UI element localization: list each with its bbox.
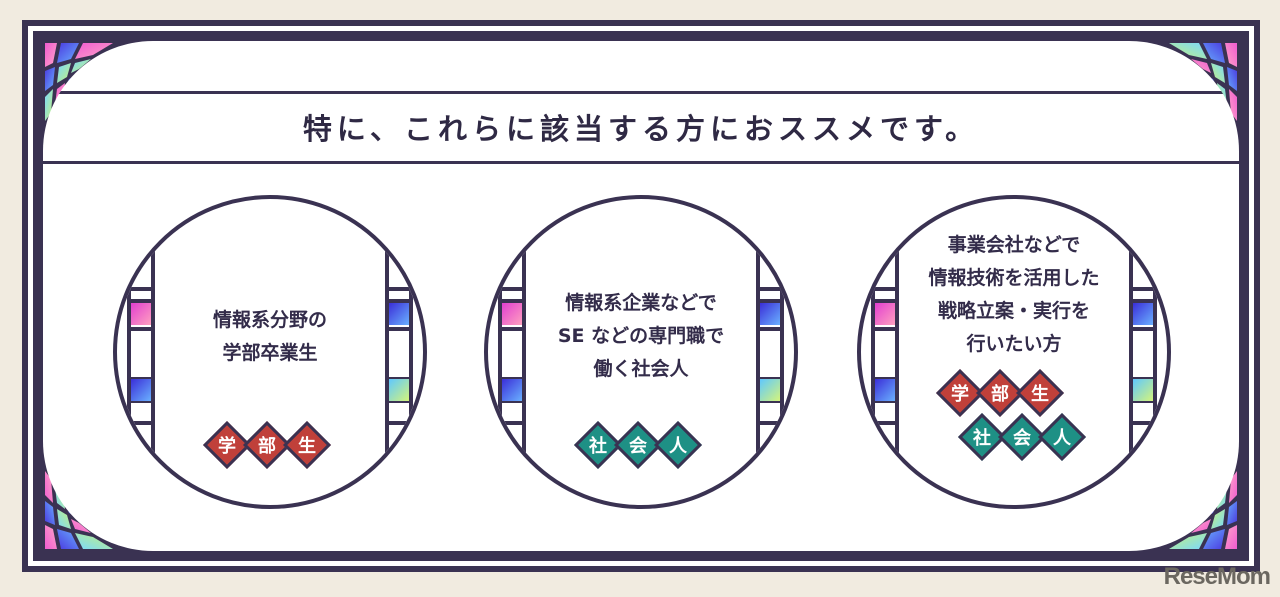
badge-char: 生 (1031, 384, 1049, 405)
stained-glass-pillar (385, 199, 413, 505)
diamond-badge: 部 (975, 368, 1025, 418)
badge-char: 社 (973, 428, 991, 449)
description-line: 戦略立案・実行を (937, 300, 1090, 322)
description-line: SE などの専門職で (557, 325, 725, 347)
card-description: 情報系企業などで SE などの専門職で働く社会人 (528, 287, 754, 386)
glass-pane-icon (131, 379, 151, 401)
glass-pane-icon (389, 379, 409, 401)
card-description: 情報系分野の学部卒業生 (157, 304, 383, 370)
badge-char: 会 (1013, 428, 1031, 449)
stained-glass-pillar (1129, 199, 1157, 505)
badge-char: 会 (629, 436, 647, 457)
badge-working-adult: 社会人 (573, 420, 703, 470)
badge-char: 人 (1053, 428, 1071, 449)
description-line: 情報技術を活用した (928, 267, 1100, 289)
diamond-badge: 学 (202, 420, 252, 470)
glass-pane-icon (760, 303, 780, 325)
description-line: 行いたい方 (966, 333, 1062, 355)
diamond-badge: 生 (282, 420, 332, 470)
glass-pane-icon (1133, 303, 1153, 325)
badge-char: 部 (991, 384, 1009, 405)
diamond-badge: 社 (957, 412, 1007, 462)
diamond-badge: 会 (997, 412, 1047, 462)
badge-char: 生 (298, 436, 316, 457)
description-line: 学部卒業生 (222, 342, 318, 364)
diamond-badge: 学 (935, 368, 985, 418)
diamond-badge: 人 (653, 420, 703, 470)
glass-pane-icon (502, 379, 522, 401)
audience-card: 情報系企業などで SE などの専門職で働く社会人社 会 人 (484, 195, 798, 509)
badge-char: 部 (258, 436, 276, 457)
glass-pane-icon (1133, 379, 1153, 401)
diamond-badge: 部 (242, 420, 292, 470)
description-line: 情報系企業などで (565, 292, 717, 314)
stained-glass-pillar (127, 199, 155, 505)
card-description: 事業会社などで情報技術を活用した戦略立案・実行を行いたい方 (901, 229, 1127, 361)
badge-working-adult: 社会人 (957, 412, 1087, 462)
badge-char: 人 (669, 436, 687, 457)
diamond-badge: 社 (573, 420, 623, 470)
badge-char: 学 (218, 436, 236, 457)
glass-pane-icon (502, 303, 522, 325)
heading-top-rule (43, 91, 1239, 94)
glass-pane-icon (875, 379, 895, 401)
glass-pane-icon (131, 303, 151, 325)
diamond-badge: 会 (613, 420, 663, 470)
watermark-logo: ReseMom (1163, 563, 1271, 590)
stained-glass-pillar (498, 199, 526, 505)
audience-card: 情報系分野の学部卒業生学 部 生 (113, 195, 427, 509)
badge-char: 社 (589, 436, 607, 457)
stained-glass-corner-icon (1169, 471, 1237, 549)
glass-pane-icon (875, 303, 895, 325)
stained-glass-pillar (871, 199, 899, 505)
badge-undergraduate: 学部生 (935, 368, 1065, 418)
badge-char: 学 (951, 384, 969, 405)
description-line: 働く社会人 (593, 358, 689, 380)
page-title: 特に、これらに該当する方におススメです。 (302, 112, 980, 146)
diamond-badge: 人 (1037, 412, 1087, 462)
heading-bottom-rule (43, 161, 1239, 164)
glass-pane-icon (760, 379, 780, 401)
badge-undergraduate: 学部生 (202, 420, 332, 470)
audience-card: 事業会社などで情報技術を活用した戦略立案・実行を行いたい方学 部 生社 会 人 (857, 195, 1171, 509)
glass-pane-icon (389, 303, 409, 325)
description-line: 情報系分野の (212, 309, 327, 331)
diamond-badge: 生 (1015, 368, 1065, 418)
description-line: 事業会社などで (947, 234, 1081, 256)
stained-glass-pillar (756, 199, 784, 505)
